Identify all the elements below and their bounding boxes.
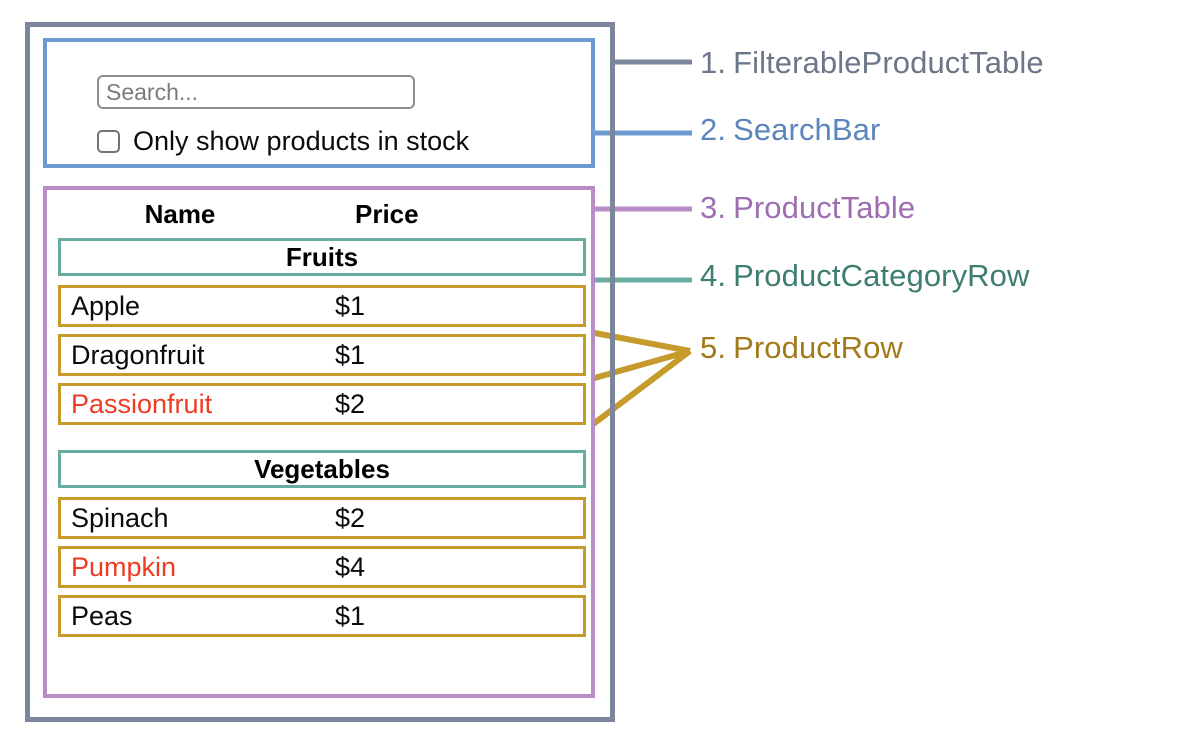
product-name: Apple [71, 291, 141, 321]
legend-number: 1. [700, 45, 727, 80]
legend-label: SearchBar [733, 112, 881, 147]
legend-label: ProductRow [733, 330, 903, 365]
category-group-spacer [58, 432, 586, 450]
product-price: $1 [335, 601, 366, 631]
table-header-row: Name Price [58, 190, 586, 238]
product-name: Dragonfruit [71, 340, 205, 370]
product-category-row: Vegetables [58, 450, 586, 488]
product-row: Dragonfruit $1 [58, 334, 586, 376]
search-input[interactable] [97, 75, 415, 109]
product-price: $1 [335, 340, 366, 370]
legend-number: 2. [700, 112, 727, 147]
product-name: Spinach [71, 503, 169, 533]
legend-item-product-category-row: 4.ProductCategoryRow [700, 258, 1030, 294]
column-header-name: Name [144, 198, 216, 229]
product-row: Apple $1 [58, 285, 586, 327]
product-row: Peas $1 [58, 595, 586, 637]
legend-label: ProductCategoryRow [733, 258, 1030, 293]
product-name-out-of-stock: Passionfruit [71, 389, 213, 419]
legend-number: 4. [700, 258, 727, 293]
product-row: Passionfruit $2 [58, 383, 586, 425]
legend-label: ProductTable [733, 190, 916, 225]
legend-number: 5. [700, 330, 727, 365]
column-header-price: Price [355, 198, 419, 229]
product-table: Name Price Fruits Apple $1 Dragonfruit $… [43, 186, 595, 698]
legend-item-product-row: 5.ProductRow [700, 330, 903, 366]
product-name: Peas [71, 601, 133, 631]
product-category-label: Fruits [285, 241, 359, 272]
product-table-inner: Name Price Fruits Apple $1 Dragonfruit $… [58, 190, 586, 644]
legend-label: FilterableProductTable [733, 45, 1044, 80]
product-name-out-of-stock: Pumpkin [71, 552, 177, 582]
in-stock-filter-label: Only show products in stock [133, 126, 470, 156]
search-bar: Only show products in stock [43, 38, 595, 168]
filterable-product-table-boundary [25, 22, 615, 722]
product-row: Spinach $2 [58, 497, 586, 539]
product-price: $1 [335, 291, 366, 321]
legend-item-filterable-product-table: 1.FilterableProductTable [700, 45, 1044, 81]
product-price: $2 [335, 389, 366, 419]
product-row: Pumpkin $4 [58, 546, 586, 588]
product-price: $4 [335, 552, 366, 582]
legend-item-search-bar: 2.SearchBar [700, 112, 880, 148]
product-price: $2 [335, 503, 366, 533]
product-category-row: Fruits [58, 238, 586, 276]
legend-number: 3. [700, 190, 727, 225]
product-category-label: Vegetables [254, 453, 390, 484]
in-stock-filter[interactable]: Only show products in stock [97, 126, 469, 156]
legend-item-product-table: 3.ProductTable [700, 190, 915, 226]
checkbox-unchecked-icon[interactable] [97, 129, 120, 153]
